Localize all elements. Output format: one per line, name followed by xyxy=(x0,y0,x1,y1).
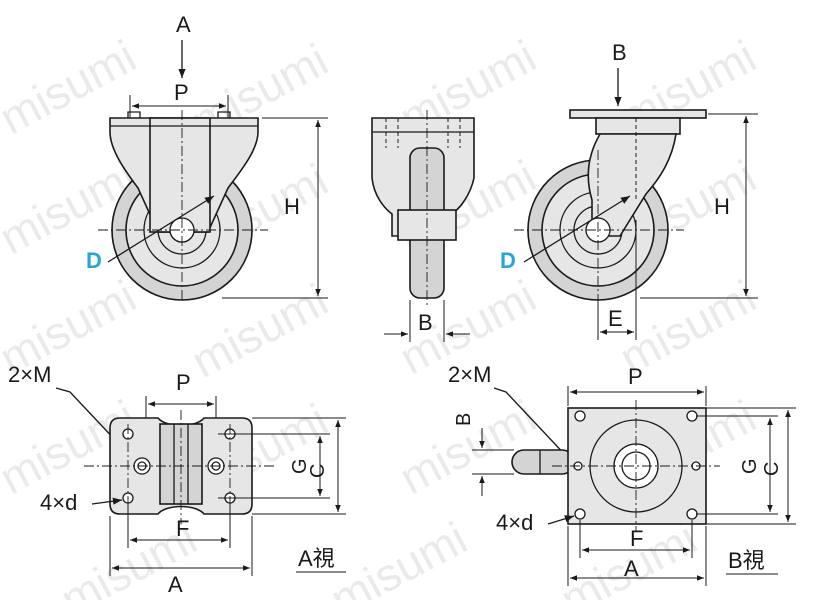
label-F-A: F xyxy=(176,516,189,541)
svg-text:misumi: misumi xyxy=(322,512,475,600)
label-G-A: G xyxy=(289,458,311,474)
label-A-width-B: A xyxy=(624,556,639,581)
label-B-vertical: B xyxy=(453,413,475,426)
view-B-bottom-right: 2×M B P G xyxy=(448,362,796,586)
label-A-width: A xyxy=(168,572,183,597)
label-D-swivel: D xyxy=(500,248,516,273)
label-2xM-right: 2×M xyxy=(448,362,491,387)
label-P-B: P xyxy=(628,364,643,389)
label-C-B: C xyxy=(761,462,783,476)
svg-text:misumi: misumi xyxy=(391,390,544,504)
label-B-side: B xyxy=(418,310,433,335)
label-H-swivel: H xyxy=(714,194,730,219)
view-A-bottom-left: 2×M P 4×d G C xyxy=(8,362,346,597)
label-B-arrow: B xyxy=(612,40,627,65)
label-P-A: P xyxy=(176,370,191,395)
label-P-top: P xyxy=(174,80,189,105)
label-2xM-left: 2×M xyxy=(8,362,51,387)
label-4xd-left: 4×d xyxy=(40,490,77,515)
rigid-caster-front-view: A P D H xyxy=(86,12,328,301)
label-A-arrow: A xyxy=(176,12,191,37)
label-G-B: G xyxy=(739,458,761,474)
label-D-front: D xyxy=(86,248,102,273)
label-view-A: A視 xyxy=(298,546,335,571)
label-H-front: H xyxy=(284,194,300,219)
label-F-B: F xyxy=(630,526,643,551)
caster-side-view: B xyxy=(371,110,475,342)
swivel-caster-front-view: B D H E xyxy=(500,40,758,340)
label-4xd-right: 4×d xyxy=(496,510,533,535)
label-E: E xyxy=(608,306,623,331)
label-view-B: B視 xyxy=(728,548,765,573)
label-C-A: C xyxy=(307,464,329,478)
